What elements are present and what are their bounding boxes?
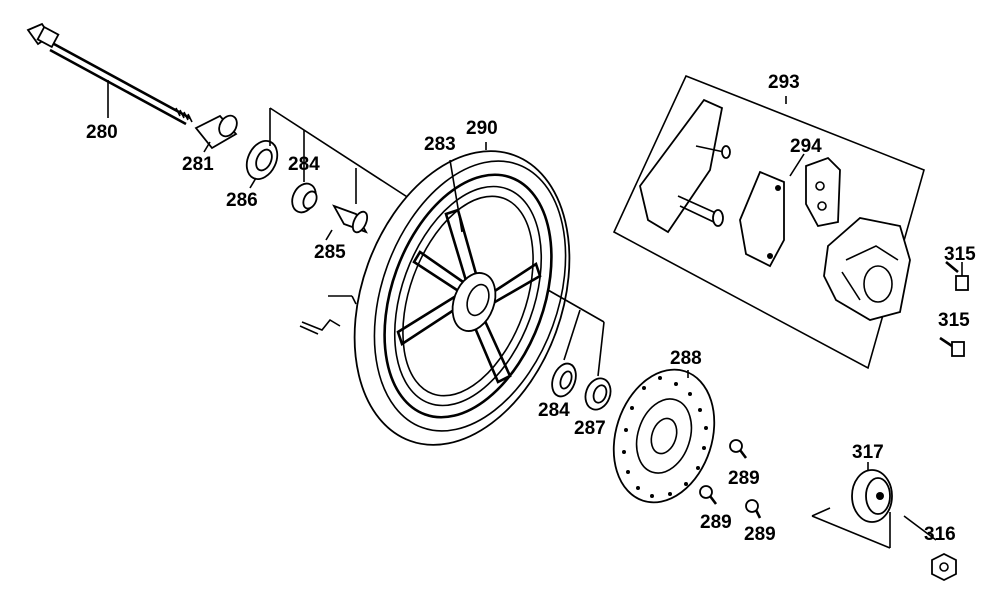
callout-284-left: 284 xyxy=(288,154,320,175)
nut-part-316 xyxy=(931,552,957,582)
oil-seal-part-286 xyxy=(245,140,279,180)
callout-284-right: 284 xyxy=(538,400,570,421)
caliper-bolt-part-315-a xyxy=(945,261,969,291)
leader-286 xyxy=(249,177,257,189)
leader-281 xyxy=(203,141,211,153)
callout-281: 281 xyxy=(182,154,214,175)
spacer-part-281 xyxy=(194,114,238,150)
callout-280: 280 xyxy=(86,122,118,143)
callout-293: 293 xyxy=(768,72,800,93)
leader-294 xyxy=(789,153,805,177)
callout-315-a: 315 xyxy=(944,244,976,265)
callout-294: 294 xyxy=(790,136,822,157)
caliper-assembly-frame xyxy=(612,74,925,370)
callout-287: 287 xyxy=(574,418,606,439)
callout-288: 288 xyxy=(670,348,702,369)
bearing-part-284-right xyxy=(551,362,577,398)
caliper-bracket-part xyxy=(639,98,731,234)
brake-disc-part-288 xyxy=(612,368,716,504)
disc-bolt-part-289-c xyxy=(745,499,762,519)
callout-316: 316 xyxy=(924,524,956,545)
callout-315-b: 315 xyxy=(938,310,970,331)
collar-part-285 xyxy=(332,204,369,234)
bearing-part-284-left xyxy=(291,182,318,214)
disc-bolt-part-289-b xyxy=(699,485,718,505)
caliper-bolt-part-315-b xyxy=(939,336,965,357)
callout-285: 285 xyxy=(314,242,346,263)
callout-317: 317 xyxy=(852,442,884,463)
callout-286: 286 xyxy=(226,190,258,211)
caliper-body-part xyxy=(823,217,911,321)
bracket-lines-hub xyxy=(811,507,937,549)
callout-289-a: 289 xyxy=(728,468,760,489)
brake-pad-part-294 xyxy=(739,156,841,268)
bracket-lines-right xyxy=(547,289,605,377)
axle-part-280 xyxy=(26,22,193,126)
cast-wheel-part-290 xyxy=(353,150,571,446)
leader-285 xyxy=(325,229,333,241)
callout-289-b: 289 xyxy=(700,512,732,533)
oil-seal-part-287 xyxy=(584,377,612,411)
callout-289-c: 289 xyxy=(744,524,776,545)
callout-290: 290 xyxy=(466,118,498,139)
callout-283: 283 xyxy=(424,134,456,155)
disc-bolt-part-289-a xyxy=(729,439,748,459)
speedometer-gear-part-317 xyxy=(851,469,893,523)
leader-283 xyxy=(449,159,463,233)
snap-ring-part xyxy=(299,295,357,335)
